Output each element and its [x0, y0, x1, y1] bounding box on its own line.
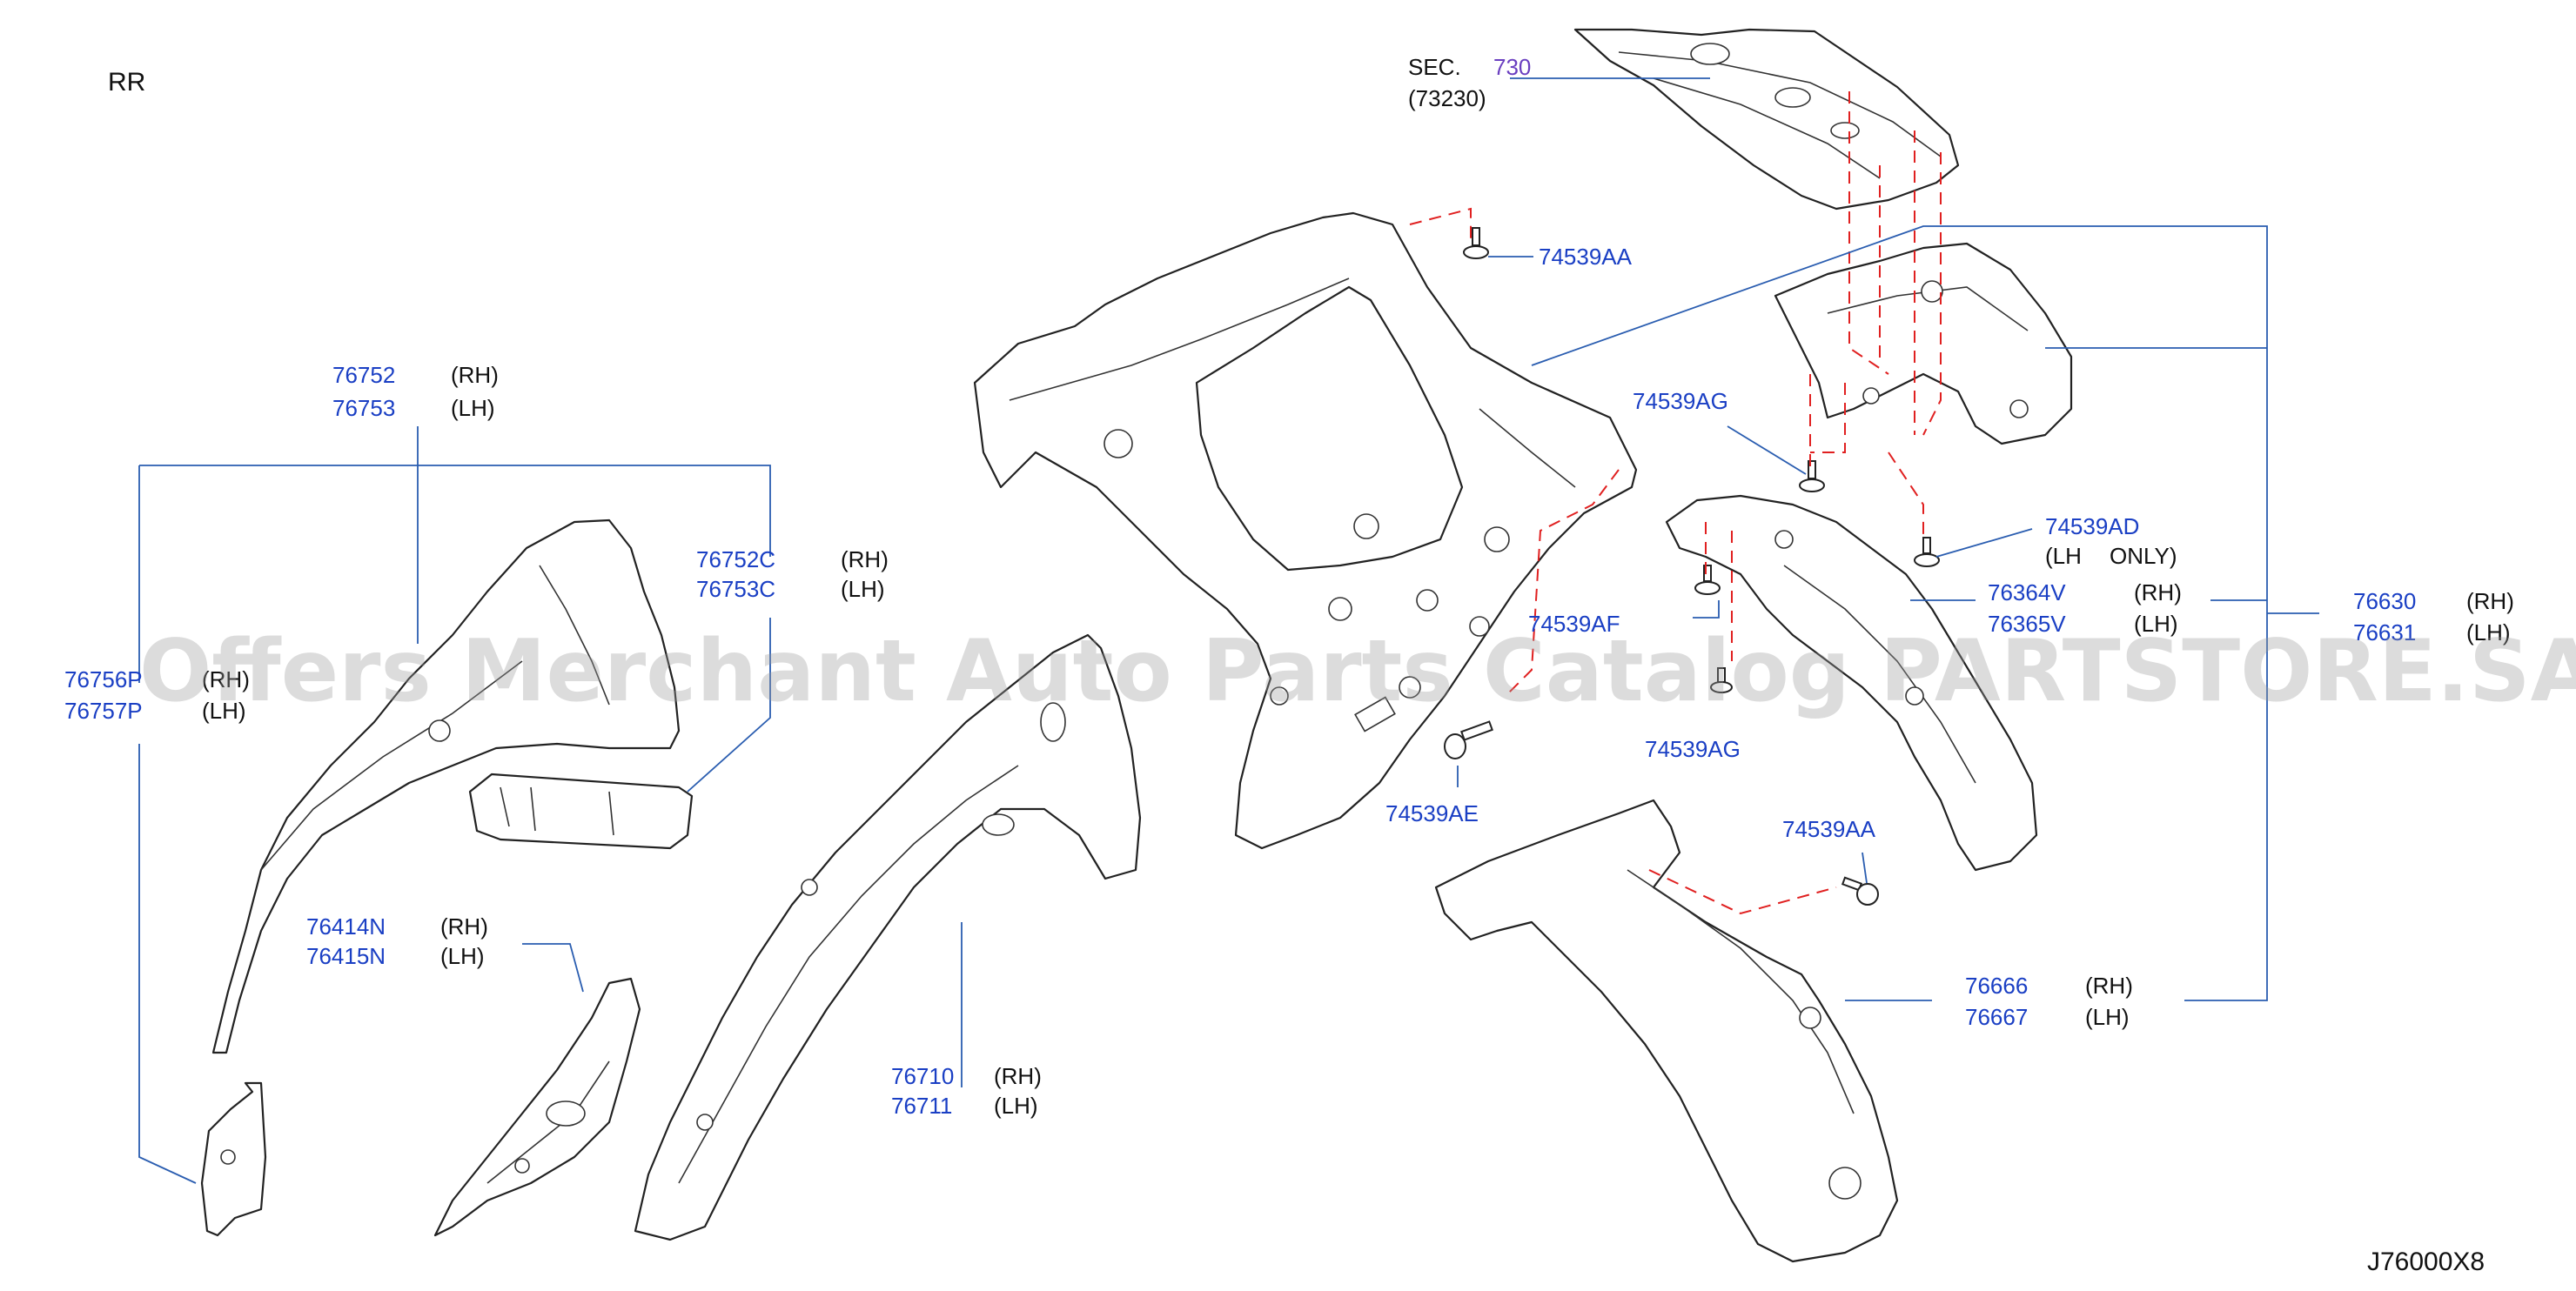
panel-hole — [1484, 526, 1510, 552]
pillar-hole — [1799, 1007, 1821, 1029]
part-number-76365v[interactable]: 76365V — [1988, 611, 2066, 637]
box-76630-part[interactable] — [1774, 242, 2073, 445]
box-hole — [2009, 399, 2029, 418]
side-lh: (LH) — [2085, 1004, 2130, 1030]
section-prefix: SEC. — [1408, 54, 1461, 80]
panel-hole — [1328, 597, 1352, 621]
part-number-74539aa[interactable]: 74539AA — [1782, 816, 1876, 842]
side-lh: (LH) — [2134, 611, 2178, 637]
side-rh: (RH) — [2085, 973, 2133, 999]
part-number-76753c[interactable]: 76753C — [696, 576, 775, 602]
gusset-hole — [1905, 686, 1924, 706]
part-number-76666[interactable]: 76666 — [1965, 973, 2028, 999]
leader-lines — [138, 77, 2319, 1184]
panel-hole — [1353, 513, 1379, 539]
wheelhouse-outer-part[interactable] — [211, 518, 681, 1054]
side-only-close: ONLY) — [2110, 543, 2177, 569]
part-number-76753[interactable]: 76753 — [332, 395, 395, 421]
part-number-76752[interactable]: 76752 — [332, 362, 395, 388]
bracket-hole — [220, 1149, 236, 1165]
rear-side-panel-76710-part[interactable] — [634, 633, 1142, 1241]
bolt-74539ag-top[interactable] — [1799, 460, 1825, 492]
panel-slot — [1354, 696, 1396, 732]
roof-rail-hole — [1690, 43, 1730, 65]
part-number-76711[interactable]: 76711 — [891, 1093, 952, 1119]
section-sub: (73230) — [1408, 85, 1486, 111]
side-lh: (LH) — [2466, 619, 2511, 646]
roof-rail-hole — [1774, 87, 1811, 108]
part-number-76414n[interactable]: 76414N — [306, 913, 386, 940]
bolt-74539af[interactable] — [1694, 565, 1721, 595]
panel-hole — [1469, 616, 1490, 637]
panel-opening — [546, 1100, 586, 1127]
panel-76414n-part[interactable] — [433, 977, 641, 1237]
part-number-76752c[interactable]: 76752C — [696, 546, 775, 572]
part-number-76667[interactable]: 76667 — [1965, 1004, 2028, 1030]
assembly-dashed-lines — [1409, 91, 1942, 915]
side-lh: (LH) — [994, 1093, 1038, 1119]
part-number-74539ae[interactable]: 74539AE — [1385, 800, 1479, 826]
part-number-76630[interactable]: 76630 — [2353, 588, 2416, 614]
side-rh: (RH) — [440, 913, 488, 940]
panel-hole — [1416, 589, 1439, 612]
panel-hole — [982, 813, 1015, 836]
bolt-74539ag-bottom[interactable] — [1710, 667, 1733, 693]
pillar-hole — [1828, 1167, 1862, 1200]
side-rh: (RH) — [2134, 579, 2182, 605]
part-number-76710[interactable]: 76710 — [891, 1063, 954, 1089]
bolt-74539ae[interactable] — [1444, 720, 1493, 759]
side-lh: (LH) — [841, 576, 885, 602]
side-rh: (RH) — [994, 1063, 1042, 1089]
watermark-text: Offers Merchant Auto Parts Catalog PARTS… — [139, 622, 2576, 721]
bolt-74539aa-bottom[interactable] — [1841, 876, 1879, 906]
pillar-76666-part[interactable] — [1434, 799, 1899, 1263]
part-number-76631[interactable]: 76631 — [2353, 619, 2416, 646]
roof-rail-hole — [1830, 122, 1860, 139]
panel-hole — [696, 1114, 714, 1131]
panel-hole — [1040, 702, 1066, 742]
arch-hole — [428, 719, 451, 742]
part-number-74539ad[interactable]: 74539AD — [2045, 513, 2139, 539]
side-rh: (RH) — [841, 546, 889, 572]
panel-hole — [514, 1158, 530, 1174]
part-number-74539ag[interactable]: 74539AG — [1633, 388, 1728, 414]
gusset-76364v-part[interactable] — [1665, 494, 2038, 872]
side-lh: (LH) — [440, 943, 485, 969]
roof-rail-part[interactable] — [1573, 28, 1960, 211]
diagram-code: J76000X8 — [2367, 1248, 2485, 1276]
section-number[interactable]: 730 — [1493, 54, 1531, 80]
panel-hole — [1270, 686, 1289, 706]
side-rh: (RH) — [2466, 588, 2514, 614]
side-rh: (RH) — [202, 666, 250, 692]
part-number-76756p[interactable]: 76756P — [64, 666, 143, 692]
side-rh: (RH) — [451, 362, 499, 388]
rear-side-inner-panel[interactable] — [973, 211, 1638, 850]
panel-hole — [1399, 676, 1421, 699]
bolt-74539ad[interactable] — [1914, 537, 1940, 567]
part-number-74539ag[interactable]: 74539AG — [1645, 736, 1741, 762]
part-number-76757p[interactable]: 76757P — [64, 698, 143, 724]
panel-hole — [801, 879, 818, 896]
corner-label: RR — [108, 68, 145, 97]
bracket-76756p-part[interactable] — [200, 1081, 267, 1237]
box-hole — [1862, 387, 1880, 405]
part-number-74539af[interactable]: 74539AF — [1528, 611, 1620, 637]
part-number-74539aa[interactable]: 74539AA — [1539, 244, 1633, 270]
panel-hole — [1104, 429, 1133, 458]
box-hole — [1921, 280, 1943, 303]
gusset-hole — [1774, 530, 1794, 549]
bolt-74539aa-top[interactable] — [1463, 227, 1489, 259]
side-lh-open: (LH — [2045, 543, 2082, 569]
part-number-76364v[interactable]: 76364V — [1988, 579, 2066, 605]
side-lh: (LH) — [451, 395, 495, 421]
bracket-76752c-part[interactable] — [468, 773, 694, 850]
part-number-76415n[interactable]: 76415N — [306, 943, 386, 969]
side-lh: (LH) — [202, 698, 246, 724]
